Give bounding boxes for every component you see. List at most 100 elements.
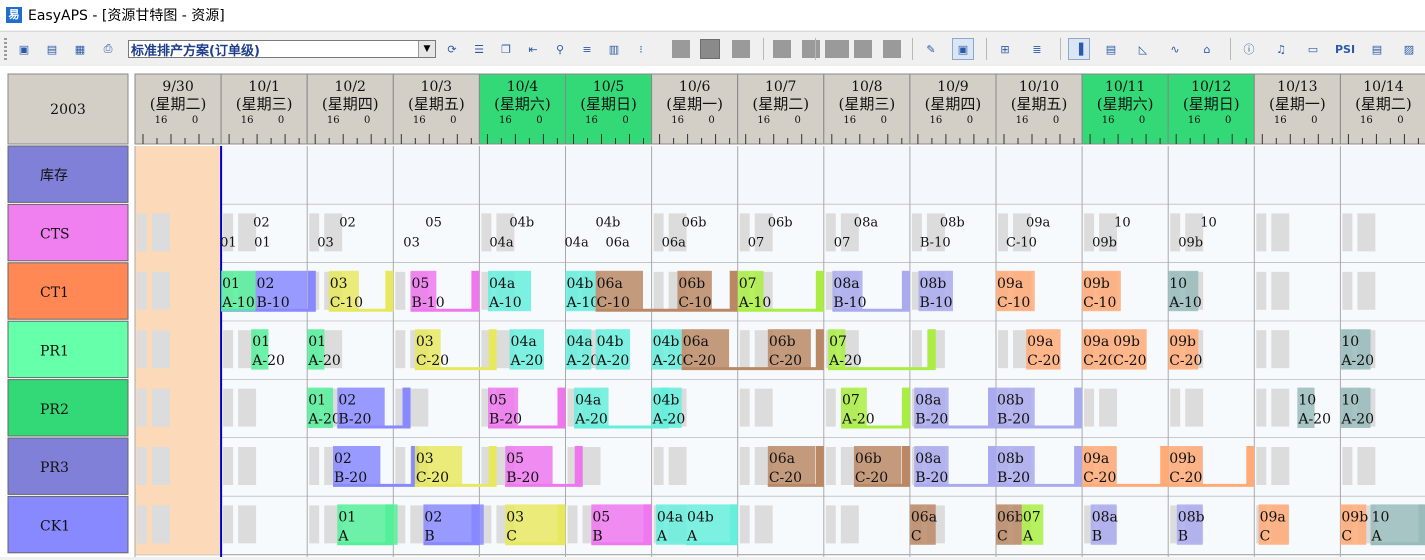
operation-step: B-20 bbox=[334, 470, 367, 486]
operation-step: C-20 bbox=[1169, 353, 1202, 369]
plan-select[interactable]: 标准排产方案(订单级) ▼ bbox=[128, 40, 436, 58]
operation-step: B-20 bbox=[915, 470, 948, 486]
view-mode-button-2[interactable] bbox=[701, 40, 719, 58]
view-mode-button-3[interactable] bbox=[732, 40, 750, 58]
report-icon[interactable]: ▥ bbox=[604, 39, 624, 59]
info-icon[interactable]: ⓘ bbox=[1239, 39, 1259, 59]
cts-order-label: 06a bbox=[662, 235, 687, 250]
align-icon[interactable]: ≡ bbox=[577, 39, 597, 59]
copy-icon[interactable]: ❐ bbox=[496, 39, 516, 59]
preview-icon[interactable]: ▦ bbox=[70, 39, 90, 59]
operation-code: 02 bbox=[338, 393, 356, 409]
cts-order-label: 09b bbox=[1178, 235, 1203, 250]
toolbar-separator bbox=[986, 38, 987, 60]
chevron-down-icon[interactable]: ▼ bbox=[418, 41, 435, 57]
operation-step: C-20 bbox=[1113, 353, 1146, 369]
idle-block bbox=[395, 447, 405, 485]
operation-code: 03 bbox=[416, 451, 434, 467]
tick-label: 0 bbox=[1397, 115, 1403, 126]
cts-order-label: 07 bbox=[748, 235, 765, 250]
bell-icon[interactable]: ♫ bbox=[1271, 39, 1291, 59]
tick-label: 0 bbox=[536, 115, 542, 126]
idle-block bbox=[669, 447, 687, 485]
align-left-icon[interactable]: ≣ bbox=[1027, 39, 1047, 59]
sheet-icon[interactable]: ▤ bbox=[1367, 39, 1387, 59]
operation-code: 08b bbox=[997, 451, 1024, 467]
bars-icon[interactable]: ▤ bbox=[1101, 39, 1121, 59]
idle-block bbox=[1084, 389, 1094, 427]
order-end-block bbox=[385, 271, 393, 310]
toolbar-grip[interactable] bbox=[4, 38, 7, 60]
idle-block bbox=[740, 389, 750, 427]
zoom-button-1[interactable] bbox=[825, 40, 843, 58]
operation-code: 01 bbox=[308, 334, 326, 350]
order-end-block bbox=[816, 446, 824, 485]
operation-code: 02 bbox=[334, 451, 352, 467]
operation-code: 06b bbox=[769, 334, 796, 350]
weekday-label: (星期三) bbox=[838, 95, 895, 113]
plot-icon[interactable]: ⁝ bbox=[631, 39, 651, 59]
print-icon[interactable]: ▤ bbox=[42, 39, 62, 59]
chart-icon[interactable]: ▐ bbox=[1069, 39, 1089, 59]
filter-icon[interactable]: ⚲ bbox=[550, 39, 570, 59]
idle-block bbox=[1357, 213, 1375, 251]
operation-code: 03 bbox=[416, 334, 434, 350]
zoom-button-2[interactable] bbox=[854, 40, 872, 58]
operation-code: 04a bbox=[567, 334, 593, 350]
cts-order-label: 03 bbox=[317, 235, 334, 250]
operation-code: 04b bbox=[597, 334, 624, 350]
form-icon[interactable]: ▭ bbox=[1303, 39, 1323, 59]
tick-label: 16 bbox=[843, 115, 856, 126]
order-end-block bbox=[988, 388, 996, 427]
view-mode-button-1[interactable] bbox=[672, 40, 690, 58]
refresh-icon[interactable]: ⟳ bbox=[442, 39, 462, 59]
layout-icon[interactable]: ▣ bbox=[953, 39, 973, 59]
operation-step: A-20 bbox=[652, 353, 686, 369]
operation-step: A-10 bbox=[738, 295, 772, 311]
idle-block bbox=[740, 505, 750, 543]
resource-label: 库存 bbox=[40, 168, 68, 184]
idle-block bbox=[755, 389, 773, 427]
list-icon[interactable]: ☰ bbox=[469, 39, 489, 59]
operation-step: C-20 bbox=[683, 353, 716, 369]
indent-icon[interactable]: ⇤ bbox=[523, 39, 543, 59]
operation-step: C-20 bbox=[416, 470, 449, 486]
idle-block bbox=[309, 505, 319, 543]
resource-row-库存[interactable] bbox=[8, 146, 128, 202]
resource-label: CTS bbox=[40, 227, 70, 243]
idle-block bbox=[1256, 272, 1266, 310]
weekday-label: (星期六) bbox=[1097, 95, 1154, 113]
idle-block bbox=[583, 447, 601, 485]
operation-step: A-20 bbox=[1297, 412, 1331, 428]
past-day-shade bbox=[135, 146, 221, 555]
toolbar-separator bbox=[1060, 38, 1061, 60]
zoom-button-3[interactable] bbox=[883, 40, 901, 58]
operation-step: B bbox=[592, 528, 602, 544]
operation-step: A-20 bbox=[1340, 412, 1374, 428]
area-chart-icon[interactable]: ◺ bbox=[1133, 39, 1153, 59]
operation-code: 01 bbox=[252, 334, 270, 350]
idle-block bbox=[137, 213, 147, 251]
line-chart-icon[interactable]: ∿ bbox=[1165, 39, 1185, 59]
home-icon[interactable]: ⌂ bbox=[1197, 39, 1217, 59]
printer-icon[interactable]: ⎙ bbox=[98, 39, 118, 59]
operation-step: A bbox=[1022, 528, 1034, 544]
psi-label: PSI bbox=[1335, 43, 1355, 56]
operation-code: 01 bbox=[308, 393, 326, 409]
grid-icon[interactable]: ⊞ bbox=[995, 39, 1015, 59]
view-mode-button-5[interactable] bbox=[802, 40, 820, 58]
operation-step: A bbox=[656, 528, 668, 544]
edit-icon[interactable]: ✎ bbox=[921, 39, 941, 59]
operation-code: 02 bbox=[257, 276, 275, 292]
cts-order-label: 02 bbox=[253, 215, 270, 230]
idle-block bbox=[238, 389, 256, 427]
psi-icon[interactable]: PSI bbox=[1335, 39, 1355, 59]
tick-label: 16 bbox=[499, 115, 512, 126]
date-label: 10/6 bbox=[679, 79, 711, 95]
image-icon[interactable]: ▨ bbox=[1399, 39, 1419, 59]
save-icon[interactable]: ▣ bbox=[14, 39, 34, 59]
operation-code: 03 bbox=[506, 509, 524, 525]
view-mode-button-4[interactable] bbox=[773, 40, 791, 58]
